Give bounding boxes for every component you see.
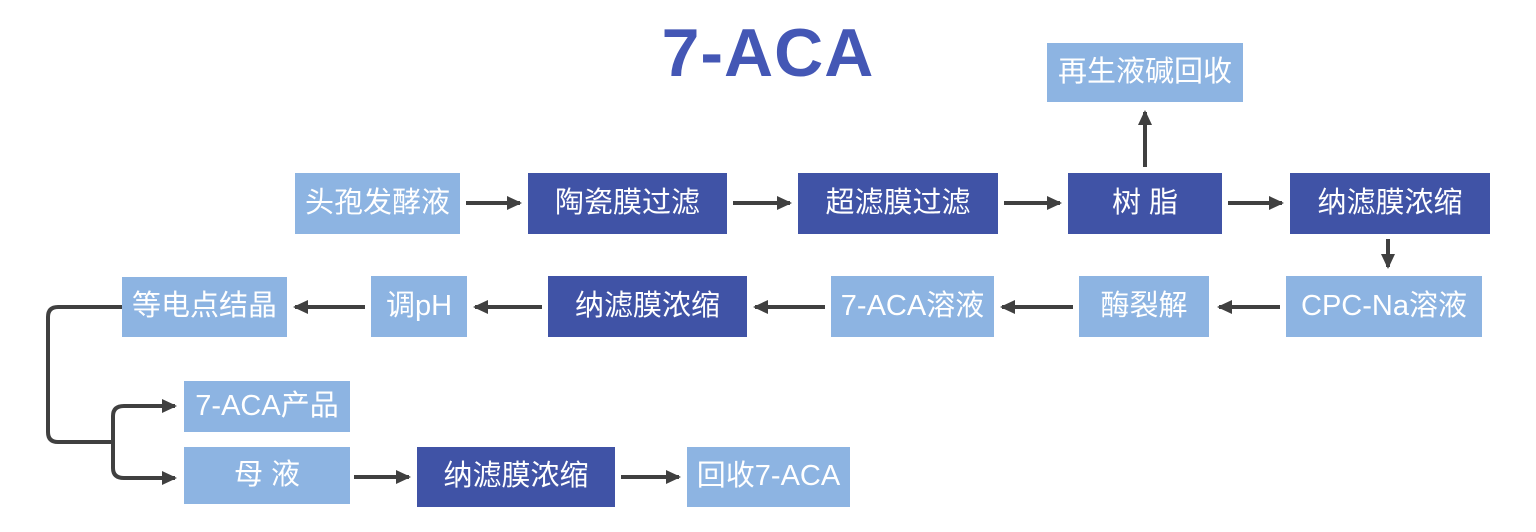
node-regen-alkali-recovery: 再生液碱回收 [1047, 43, 1243, 102]
node-enzymatic-cleavage: 酶裂解 [1079, 276, 1209, 337]
node-7aca-product: 7-ACA产品 [184, 381, 350, 432]
node-ultrafiltration: 超滤膜过滤 [798, 173, 998, 234]
node-nanofiltration-2: 纳滤膜浓缩 [548, 276, 747, 337]
arrow-branch-to-mother-liquor [111, 442, 177, 485]
node-isoelectric-crystallization: 等电点结晶 [122, 277, 287, 337]
node-nanofiltration-1: 纳滤膜浓缩 [1290, 173, 1490, 234]
node-resin: 树 脂 [1068, 173, 1222, 234]
node-ceramic-membrane-filtration: 陶瓷膜过滤 [528, 173, 727, 234]
node-nanofiltration-3: 纳滤膜浓缩 [417, 447, 615, 507]
node-cpc-na-solution: CPC-Na溶液 [1286, 276, 1482, 337]
node-recycled-7aca: 回收7-ACA [687, 447, 850, 507]
node-fermentation-broth: 头孢发酵液 [295, 173, 460, 234]
page-title: 7-ACA [661, 15, 875, 91]
node-ph-adjust: 调pH [371, 276, 467, 337]
node-7aca-solution: 7-ACA溶液 [831, 276, 994, 337]
arrow-branch-to-product [111, 399, 177, 442]
connector-isoelectric-branch [46, 305, 122, 444]
node-mother-liquor: 母 液 [184, 447, 350, 504]
